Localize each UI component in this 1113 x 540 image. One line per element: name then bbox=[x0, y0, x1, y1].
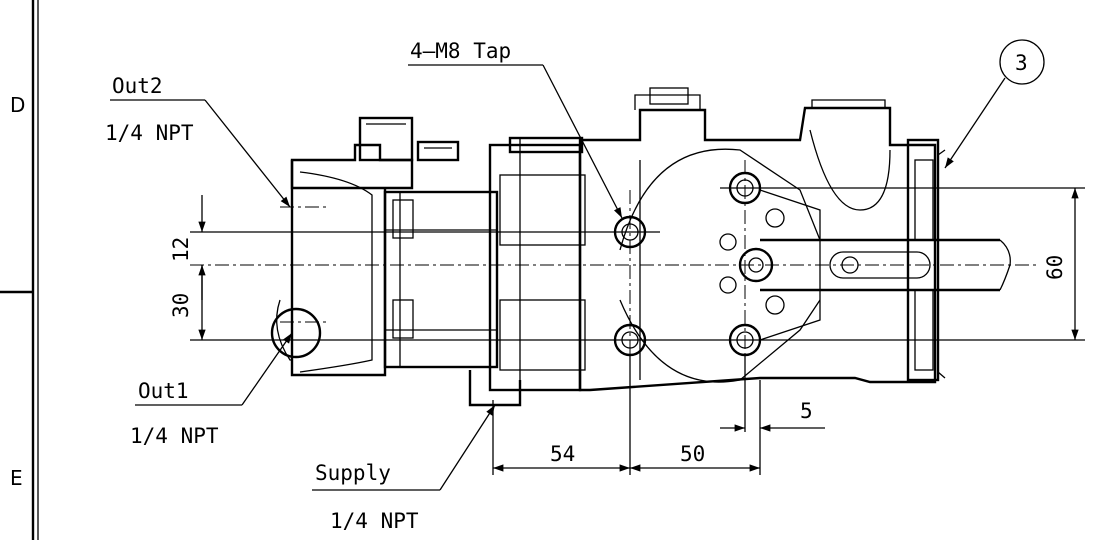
dimension-5: 5 bbox=[800, 399, 813, 423]
out1-label: Out1 bbox=[138, 379, 189, 403]
out2-spec: 1/4 NPT bbox=[105, 121, 194, 145]
out2-label: Out2 bbox=[112, 74, 163, 98]
dimension-50: 50 bbox=[680, 442, 705, 466]
dimension-60: 60 bbox=[1043, 255, 1067, 280]
supply-spec: 1/4 NPT bbox=[330, 509, 419, 533]
dimension-12: 12 bbox=[169, 237, 193, 262]
tap-callout: 4–M8 Tap bbox=[410, 39, 511, 63]
balloon-number: 3 bbox=[1015, 51, 1028, 75]
out1-spec: 1/4 NPT bbox=[130, 424, 219, 448]
zone-label-e: E bbox=[10, 466, 23, 490]
zone-label-d: D bbox=[10, 93, 25, 117]
dimension-30: 30 bbox=[169, 293, 193, 318]
dimension-lines bbox=[190, 187, 1085, 475]
dimension-54: 54 bbox=[550, 442, 575, 466]
drawing-frame bbox=[0, 0, 39, 540]
leader-lines bbox=[110, 39, 1045, 491]
item-balloon bbox=[999, 39, 1045, 85]
supply-label: Supply bbox=[315, 461, 391, 485]
part-outline bbox=[270, 87, 1011, 407]
